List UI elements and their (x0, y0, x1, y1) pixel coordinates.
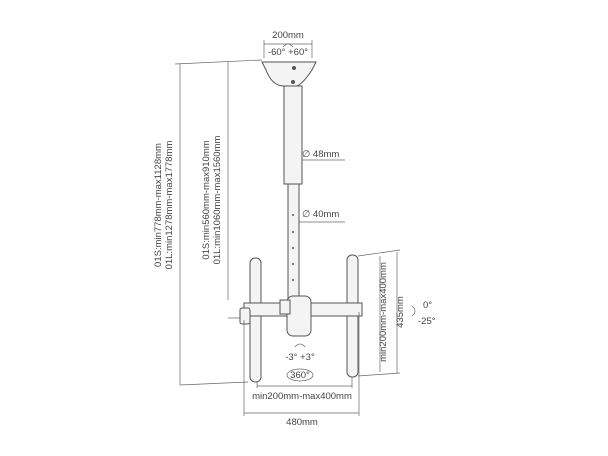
pole-height-s-label: 01S:min560mm-max910mm (201, 140, 212, 259)
tilt-head (286, 295, 312, 337)
top-width-label: 200mm (272, 30, 304, 41)
left-vesa-rail (249, 257, 262, 383)
pole-height-l-label: 01L:min1060mm-max1560mm (212, 136, 223, 265)
inner-pole (287, 183, 300, 305)
total-height-s-label: 01S:min778mm-max1128mm (153, 143, 164, 267)
rotation-360-icon (286, 368, 314, 382)
vesa-vertical-label: min200mm-max400mm (378, 262, 389, 362)
ceiling-plate (261, 61, 317, 87)
tilt-bottom-label: -25° (418, 316, 436, 327)
swivel-label: -60° +60° (268, 47, 308, 58)
tilt-top-label: 0° (423, 300, 432, 311)
bracket-height-label: 435mm (395, 296, 406, 328)
rotation-arc-icon (294, 343, 306, 348)
tilt-arc-icon (411, 305, 416, 317)
swivel-arc-icon (282, 43, 294, 48)
outer-pole (283, 85, 303, 185)
total-height-l-label: 01L:min1278mm-max1778mm (164, 141, 175, 270)
inner-pole-diameter-label: ∅ 40mm (302, 209, 339, 220)
rotation-label: -3° +3° (285, 352, 315, 363)
outer-pole-diameter-label: ∅ 48mm (302, 149, 339, 160)
vesa-horizontal-label: min200mm-max400mm (252, 391, 352, 402)
rotation-360-label: 360° (290, 370, 310, 381)
total-width-label: 480mm (286, 417, 318, 428)
